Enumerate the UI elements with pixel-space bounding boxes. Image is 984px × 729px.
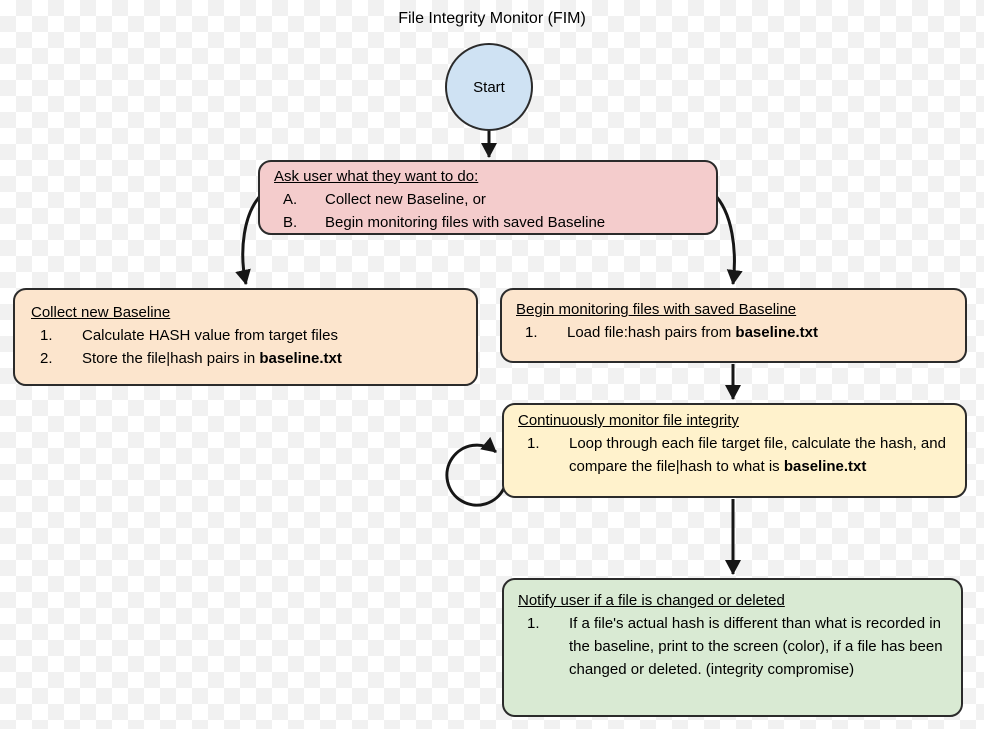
list-item: 1. Loop through each file target file, c…	[518, 432, 957, 478]
list-item-text: Store the file|hash pairs in baseline.tx…	[82, 347, 468, 370]
list-item: 1. If a file's actual hash is different …	[518, 612, 953, 681]
arrow-loop-self	[445, 436, 506, 507]
list-item-text: Loop through each file target file, calc…	[569, 432, 957, 478]
list-marker: 1.	[525, 324, 538, 341]
list-marker: A.	[283, 191, 298, 208]
list-marker: 1.	[40, 327, 53, 344]
list-marker: B.	[283, 214, 298, 231]
text-run: Loop through each file target file, calc…	[569, 435, 946, 475]
text-run: Collect new Baseline, or	[325, 191, 486, 208]
text-run-bold: baseline.txt	[735, 324, 818, 341]
text-run: Calculate HASH value from target files	[82, 327, 338, 344]
flowchart-title: File Integrity Monitor (FIM)	[398, 10, 586, 27]
node-heading: Continuously monitor file integrity	[518, 412, 739, 429]
list-item: B. Begin monitoring files with saved Bas…	[274, 211, 708, 234]
notify-user-node: Notify user if a file is changed or dele…	[502, 578, 963, 717]
ask-user-node: Ask user what they want to do: A. Collec…	[258, 160, 718, 235]
list-item: A. Collect new Baseline, or	[274, 188, 708, 211]
collect-baseline-node: Collect new Baseline 1. Calculate HASH v…	[13, 288, 478, 386]
text-run-bold: baseline.txt	[783, 458, 867, 475]
list-item-text: Load file:hash pairs from baseline.txt	[567, 321, 957, 344]
text-run-bold: baseline.txt	[259, 350, 342, 367]
list-marker: 1.	[527, 615, 540, 632]
start-label: Start	[473, 78, 505, 96]
list-item: 2. Store the file|hash pairs in baseline…	[31, 347, 468, 370]
arrow-ask-to-collect	[235, 191, 265, 285]
continuous-monitor-node: Continuously monitor file integrity 1. L…	[502, 403, 967, 498]
list-marker: 1.	[527, 435, 540, 452]
node-heading: Begin monitoring files with saved Baseli…	[516, 301, 797, 318]
list-item-text: Collect new Baseline, or	[325, 188, 708, 211]
list-item: 1. Calculate HASH value from target file…	[31, 324, 468, 347]
node-heading: Notify user if a file is changed or dele…	[518, 592, 785, 609]
node-heading: Ask user what they want to do:	[274, 168, 479, 185]
start-node: Start	[445, 43, 533, 131]
text-run: If a file's actual hash is different tha…	[569, 615, 943, 678]
list-item-text: If a file's actual hash is different tha…	[569, 612, 953, 681]
node-heading: Collect new Baseline	[31, 304, 171, 321]
arrow-ask-to-monitor	[711, 191, 743, 285]
list-item-text: Begin monitoring files with saved Baseli…	[325, 211, 708, 234]
list-item-text: Calculate HASH value from target files	[82, 324, 468, 347]
text-run: Begin monitoring files with saved Baseli…	[325, 214, 606, 231]
list-marker: 2.	[40, 350, 53, 367]
text-run: Load file:hash pairs from	[567, 324, 736, 341]
list-item: 1. Load file:hash pairs from baseline.tx…	[516, 321, 957, 344]
text-run: Store the file|hash pairs in	[82, 350, 260, 367]
begin-monitoring-node: Begin monitoring files with saved Baseli…	[500, 288, 967, 363]
